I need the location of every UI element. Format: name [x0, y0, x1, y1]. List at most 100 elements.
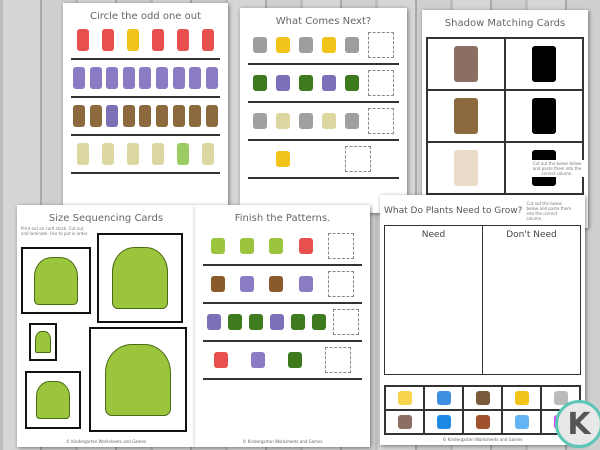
sort-table: Need Don't Need [384, 225, 581, 375]
boat-icon [436, 415, 451, 429]
cut-out-card[interactable] [502, 386, 541, 410]
trowel-icon [89, 67, 102, 89]
pot-icon [176, 143, 189, 165]
cut-out-card[interactable] [463, 410, 502, 434]
butterfly-icon [298, 238, 313, 254]
hose-icon [345, 75, 360, 91]
worksheet-row [248, 65, 399, 103]
answer-box[interactable] [368, 70, 395, 96]
worksheet-row [71, 136, 220, 174]
finish-patterns-worksheet: Finish the Patterns. © Kindergarten Work… [195, 205, 370, 447]
trowel-icon [172, 67, 185, 89]
trowel-icon [106, 67, 119, 89]
worksheet-row [203, 304, 362, 342]
gloves-icon [240, 238, 255, 254]
footer: © Kindergarten Worksheets and Games [66, 439, 146, 444]
rain-icon [514, 415, 529, 429]
hose-icon [287, 352, 302, 368]
plants-need-worksheet: What Do Plants Need to Grow? Cut out the… [380, 195, 585, 445]
answer-box[interactable] [324, 347, 351, 373]
fork-icon [345, 113, 360, 129]
horse-icon [475, 415, 490, 429]
worksheet-row [203, 266, 362, 304]
hose-icon [227, 314, 242, 330]
footer: © Kindergarten Worksheets and Games [442, 437, 523, 442]
worksheet-title: What Comes Next? [275, 16, 372, 27]
rake-icon [73, 105, 86, 127]
worksheet-title: Circle the odd one out [89, 11, 201, 22]
cut-out-card[interactable] [502, 410, 541, 434]
worksheet-row [71, 98, 220, 136]
cut-out-card[interactable] [463, 386, 502, 410]
gloves-icon [269, 238, 284, 254]
hose-icon [252, 75, 267, 91]
gloves-icon [210, 238, 225, 254]
seed-packet-icon [201, 143, 214, 165]
hammer-icon [397, 415, 412, 429]
butterfly-icon [151, 29, 164, 51]
shears-icon [322, 75, 337, 91]
worksheet-title: Size Sequencing Cards [48, 213, 164, 224]
fence-icon [454, 150, 478, 186]
butterfly-icon [77, 29, 90, 51]
glove-card-large [97, 233, 183, 323]
butterfly-icon [102, 29, 115, 51]
seed-packet-icon [102, 143, 115, 165]
answer-box[interactable] [328, 271, 355, 297]
cut-out-card[interactable] [385, 386, 424, 410]
shovel-icon [454, 46, 478, 82]
trowel-icon [240, 276, 255, 292]
glove-card-medium [21, 247, 91, 314]
trowel-icon [122, 67, 135, 89]
worksheet-row [248, 141, 399, 179]
soil-icon [475, 391, 490, 405]
worksheet-row [248, 27, 399, 65]
trowel-icon [189, 67, 202, 89]
hose-icon [298, 75, 313, 91]
watering-can-icon [345, 37, 360, 53]
matching-card [505, 90, 583, 142]
answer-box[interactable] [368, 108, 395, 134]
size-sequencing-worksheet: Size Sequencing Cards Print out on card … [17, 205, 195, 447]
worksheet-row [203, 342, 362, 380]
butterfly-icon [201, 29, 214, 51]
worksheet-row [71, 60, 220, 98]
worksheet-title: What Do Plants Need to Grow? [384, 206, 523, 216]
instructions: Cut out the boxes below and paste them i… [530, 160, 584, 177]
bee-icon [127, 29, 140, 51]
butterfly-icon [176, 29, 189, 51]
glove-card-medium-small [25, 371, 81, 429]
cut-out-card[interactable] [424, 410, 463, 434]
seed-packet-icon [151, 143, 164, 165]
bee-icon [275, 151, 290, 167]
dont-need-column-header: Don't Need [506, 230, 557, 240]
answer-box[interactable] [332, 309, 359, 335]
answer-box[interactable] [328, 233, 355, 259]
shovel-shadow-icon [532, 46, 556, 82]
worksheet-title: Finish the Patterns. [234, 213, 331, 224]
fork-icon [298, 113, 313, 129]
glove-card-small [29, 323, 57, 361]
bee-icon [275, 37, 290, 53]
cut-out-card[interactable] [424, 386, 463, 410]
hose-icon [290, 314, 305, 330]
watering-can-icon [298, 37, 313, 53]
rake-shadow-icon [532, 98, 556, 134]
worksheet-title: Shadow Matching Cards [444, 18, 566, 29]
shears-icon [275, 75, 290, 91]
shears-icon [269, 314, 284, 330]
answer-box[interactable] [345, 146, 372, 172]
hose-icon [248, 314, 263, 330]
seed-packet-icon [322, 113, 337, 129]
cut-out-card[interactable] [385, 410, 424, 434]
rake-icon [122, 105, 135, 127]
trowel-icon [251, 352, 266, 368]
matching-card [427, 142, 505, 194]
fork-icon [252, 113, 267, 129]
rake-icon [172, 105, 185, 127]
matching-card [505, 38, 583, 90]
answer-box[interactable] [368, 32, 395, 58]
trowel-icon [156, 67, 168, 89]
hose-icon [311, 314, 326, 330]
cut-out-items [384, 385, 581, 435]
